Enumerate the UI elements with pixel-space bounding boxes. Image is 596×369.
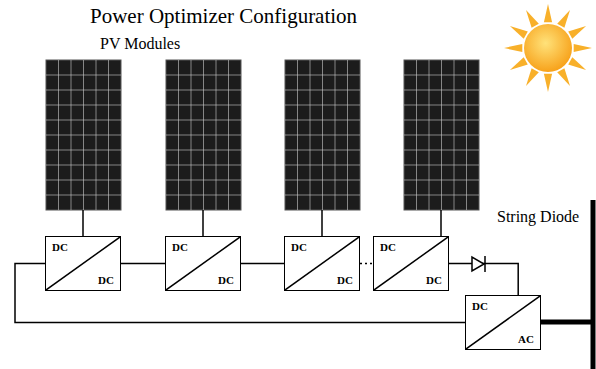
module-label: PV Modules (100, 35, 180, 53)
cell-line (166, 75, 241, 76)
diagram-title: Power Optimizer Configuration (90, 4, 357, 29)
cell-line (404, 135, 479, 136)
sun-ray (568, 26, 586, 39)
sun-ray (557, 68, 570, 86)
output-label: DC (426, 274, 442, 286)
cell-line (404, 75, 479, 76)
panel-wires (83, 210, 441, 236)
cell-line (166, 105, 241, 106)
cell-line (404, 165, 479, 166)
cell-line (285, 195, 360, 196)
cell-line (46, 180, 121, 181)
output-label: DC (337, 274, 353, 286)
cell-line (46, 90, 121, 91)
sun-icon (504, 4, 592, 92)
sun-ray (504, 44, 522, 52)
cell-line (404, 180, 479, 181)
cell-line (166, 135, 241, 136)
pv-panel (404, 60, 479, 210)
cell-line (166, 165, 241, 166)
dcdc-converter: DC DC (45, 236, 121, 291)
wire-connector (241, 263, 284, 265)
diagonal-line (374, 237, 448, 290)
cell-line (285, 165, 360, 166)
panel-frame (285, 60, 360, 210)
panel-frame (404, 60, 479, 210)
panel-frame (166, 60, 241, 210)
cell-line (46, 75, 121, 76)
pv-panel (46, 60, 121, 210)
cell-line (46, 120, 121, 121)
sun-ray (568, 57, 586, 70)
input-label: DC (291, 241, 307, 253)
pv-panels (46, 60, 479, 210)
cell-line (46, 135, 121, 136)
output-label: DC (98, 274, 114, 286)
cell-line (166, 180, 241, 181)
diode-symbol (472, 256, 485, 272)
cell-line (404, 90, 479, 91)
dcdc-converter: DC DC (165, 236, 241, 291)
diode-label: String Diode (497, 208, 579, 226)
cell-line (285, 105, 360, 106)
panel-frame (46, 60, 121, 210)
diagonal-line (166, 237, 240, 290)
cell-line (46, 105, 121, 106)
sun-ray (544, 74, 552, 92)
cell-line (285, 180, 360, 181)
ac-bus (591, 200, 596, 369)
sun-ray (544, 4, 552, 22)
cell-line (285, 135, 360, 136)
diagonal-line (466, 296, 540, 349)
inverter-box: DC AC (465, 295, 541, 350)
sun-ray (510, 26, 528, 39)
cell-line (285, 75, 360, 76)
ac-feed (540, 320, 593, 325)
sun-ray (526, 68, 539, 86)
wire-connector (449, 264, 518, 296)
wire-connector (360, 263, 373, 265)
sun-ray (574, 44, 592, 52)
sun-ray (526, 10, 539, 28)
cell-line (166, 120, 241, 121)
cell-line (46, 165, 121, 166)
input-label: DC (472, 300, 488, 312)
sun-ray (557, 10, 570, 28)
diagonal-line (46, 237, 120, 290)
cell-line (285, 150, 360, 151)
cell-line (404, 120, 479, 121)
diagonal-line (285, 237, 359, 290)
cell-line (404, 195, 479, 196)
cell-line (46, 195, 121, 196)
pv-panel (285, 60, 360, 210)
cell-line (285, 120, 360, 121)
input-label: DC (52, 241, 68, 253)
pv-panel (166, 60, 241, 210)
output-label: AC (518, 333, 534, 345)
cell-line (404, 150, 479, 151)
cell-line (166, 90, 241, 91)
dcdc-converter: DC DC (284, 236, 360, 291)
sun-disc (524, 24, 572, 72)
cell-line (285, 90, 360, 91)
sun-ray (510, 57, 528, 70)
cell-line (404, 105, 479, 106)
output-label: DC (218, 274, 234, 286)
wire-connector (121, 263, 165, 265)
cell-line (166, 150, 241, 151)
input-label: DC (380, 241, 396, 253)
cell-line (166, 195, 241, 196)
dcdc-converter: DC DC (373, 236, 449, 291)
input-label: DC (172, 241, 188, 253)
cell-line (46, 150, 121, 151)
